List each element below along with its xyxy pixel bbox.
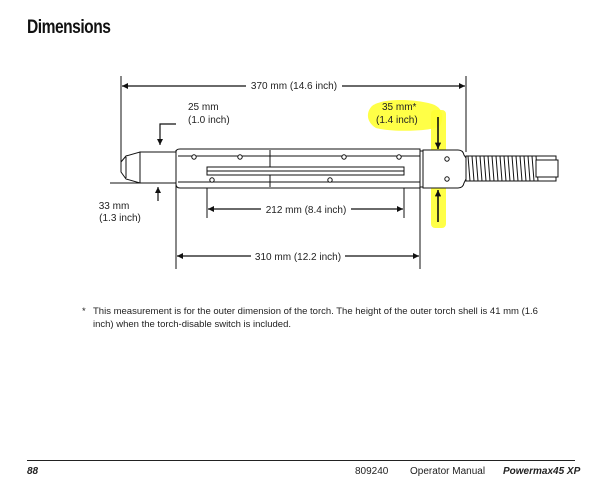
- handle-height-mm: 35 mm*: [382, 102, 417, 113]
- tip-height-mm: 33 mm: [99, 201, 130, 212]
- product-name: Powermax45 XP: [503, 466, 581, 477]
- switch-length-label: 212 mm (8.4 inch): [266, 205, 347, 216]
- tip-height-inch: (1.3 inch): [99, 213, 141, 224]
- overall-length-label: 370 mm (14.6 inch): [251, 81, 337, 92]
- handle-height-inch: (1.4 inch): [376, 115, 418, 126]
- footnote-mark: *: [82, 306, 86, 317]
- document-number: 809240: [355, 466, 389, 477]
- footnote: * This measurement is for the outer dime…: [82, 305, 552, 331]
- torch-rear-handle: [422, 149, 467, 189]
- nozzle-diameter-mm: 25 mm: [188, 102, 219, 113]
- footnote-text: This measurement is for the outer dimens…: [93, 306, 538, 330]
- page-number: 88: [27, 466, 39, 477]
- torch-tip: [120, 151, 141, 184]
- nozzle-callout-arrow: [157, 123, 176, 145]
- manual-name: Operator Manual: [410, 466, 486, 477]
- nozzle-diameter-inch: (1.0 inch): [188, 115, 230, 126]
- page-title: Dimensions: [27, 17, 111, 38]
- torch-nozzle: [139, 151, 177, 184]
- torch-cable: [465, 155, 559, 182]
- footer-divider: [27, 460, 575, 461]
- torch-drawing: [120, 148, 467, 189]
- body-length-label: 310 mm (12.2 inch): [255, 252, 341, 263]
